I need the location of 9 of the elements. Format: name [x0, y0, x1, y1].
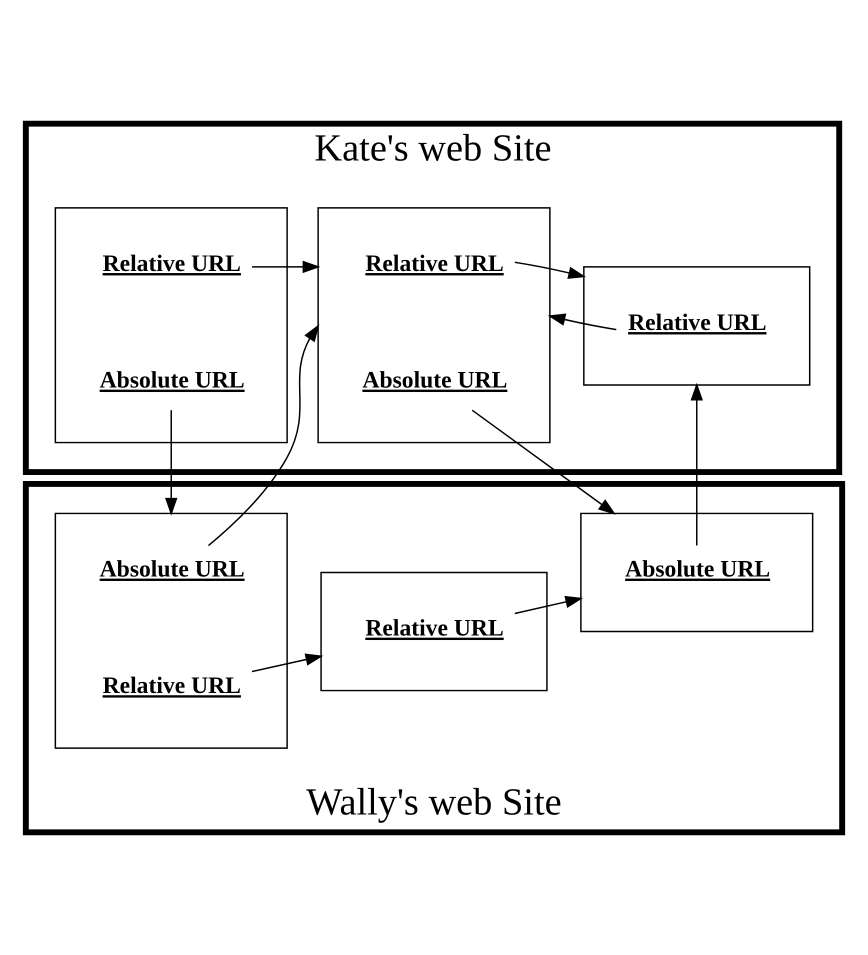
node-text: Relative URL [365, 250, 504, 277]
node-text: Relative URL [102, 672, 241, 699]
node-text: Relative URL [102, 250, 241, 277]
node-text: Absolute URL [100, 367, 245, 394]
node-text: Absolute URL [362, 367, 508, 394]
node-text: Relative URL [628, 310, 766, 336]
node-text: Relative URL [365, 615, 504, 642]
node-text: Absolute URL [100, 556, 245, 582]
node-text: Absolute URL [625, 556, 770, 582]
